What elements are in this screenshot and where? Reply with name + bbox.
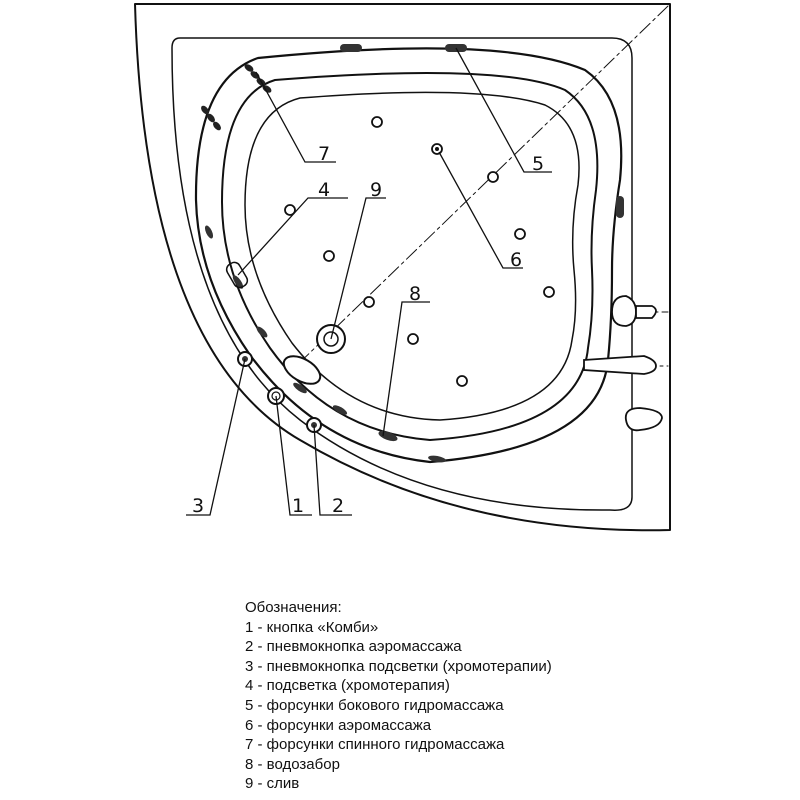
bathtub-diagram: 7 5 4 9 6 8 3 1 2 — [134, 3, 671, 532]
side-jets — [340, 44, 624, 218]
callout-7: 7 — [318, 143, 330, 165]
rim-edge — [171, 37, 633, 511]
aero-jets — [284, 116, 555, 387]
aero-jet-marked — [431, 143, 443, 155]
outer-shell — [134, 3, 671, 532]
light-icon — [225, 261, 249, 289]
legend-item-2: 2 - пневмокнопка аэромассажа — [245, 638, 462, 656]
legend-item-7: 7 - форсунки спинного гидромассажа — [245, 736, 505, 754]
legend-item-6: 6 - форсунки аэромассажа — [245, 716, 432, 734]
callout-3: 3 — [192, 495, 204, 517]
callout-1: 1 — [292, 495, 304, 517]
legend-item-5: 5 - форсунки бокового гидромассажа — [245, 696, 504, 714]
callout-4: 4 — [318, 179, 330, 201]
water-intake-icon — [282, 355, 322, 385]
legend-item-1: 1 - кнопка «Комби» — [245, 618, 379, 636]
legend-item-8: 8 - водозабор — [245, 755, 340, 773]
diagonal-axis — [289, 5, 669, 373]
bowl-inner — [221, 71, 599, 441]
callout-5: 5 — [532, 153, 544, 175]
callout-6: 6 — [510, 249, 522, 271]
legend-item-4: 4 - подсветка (хромотерапия) — [245, 677, 450, 695]
leader-lines — [186, 47, 552, 516]
callout-2: 2 — [332, 495, 344, 517]
legend-list: 1 - кнопка «Комби» 2 - пневмокнопка аэро… — [245, 618, 765, 794]
callout-9: 9 — [370, 179, 382, 201]
legend-heading: Обозначения: — [245, 599, 342, 616]
bowl-floor — [244, 91, 580, 421]
legend-item-9: 9 - слив — [245, 775, 300, 793]
back-jets — [201, 64, 272, 131]
legend: Обозначения: 1 - кнопка «Комби» 2 - пнев… — [245, 598, 765, 794]
faucet-set — [583, 295, 663, 432]
callout-labels: 7 5 4 9 6 8 3 1 2 — [192, 143, 544, 517]
legend-item-3: 3 - пневмокнопка подсветки (хромотерапии… — [245, 657, 552, 675]
callout-8: 8 — [409, 283, 421, 305]
bowl-outer — [194, 47, 623, 464]
